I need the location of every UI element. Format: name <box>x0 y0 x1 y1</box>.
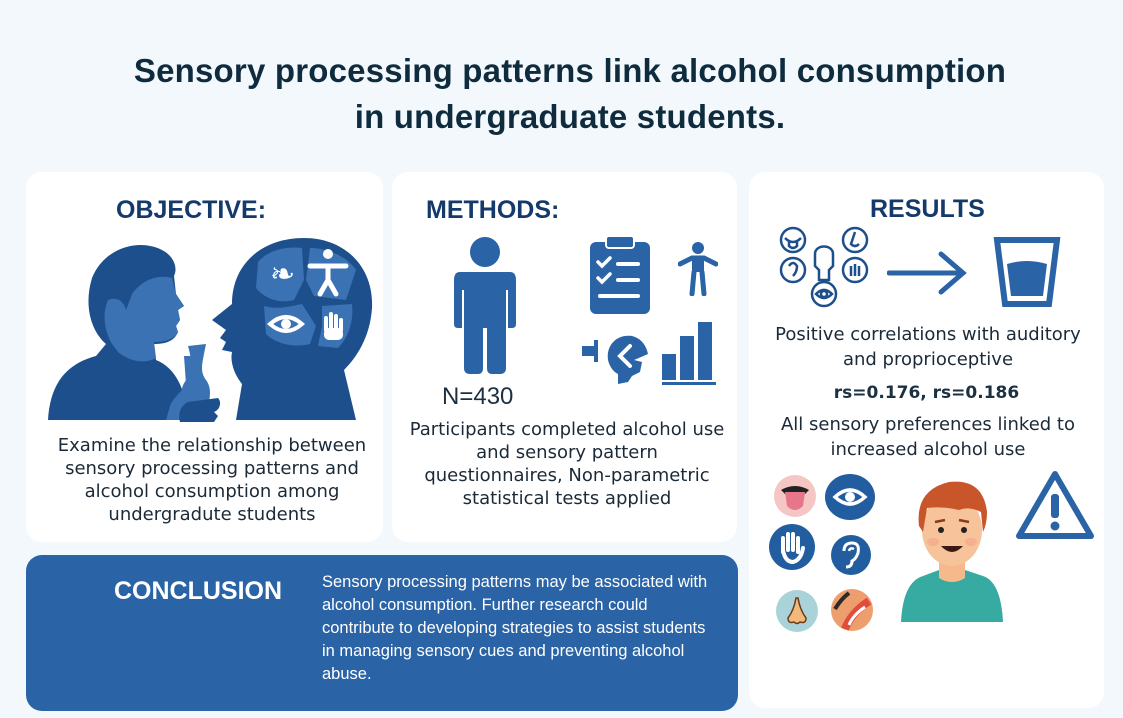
results-card: RESULTS Positive correlations with audit… <box>749 172 1104 708</box>
objective-heading: OBJECTIVE: <box>116 196 267 224</box>
eye-circle-icon <box>825 474 875 520</box>
methods-card: METHODS: N=430 Participants completed al… <box>392 172 737 542</box>
ear-icon: ❧ <box>270 257 295 292</box>
correlation-text: Positive correlations with auditory and … <box>775 324 1081 370</box>
page-title: Sensory processing patterns link alcohol… <box>0 48 1123 140</box>
objective-card: OBJECTIVE: ❧ Examine the relationship be… <box>26 172 383 542</box>
head-process-icon <box>582 335 648 384</box>
methods-heading: METHODS: <box>426 196 560 224</box>
conclusion-heading: CONCLUSION <box>114 577 283 605</box>
person-icon <box>454 237 516 374</box>
methods-text: Participants completed alcohol use and s… <box>409 419 725 509</box>
bar-chart-icon <box>662 322 716 385</box>
correlation-coefficients: rs=0.176, rs=0.186 <box>833 383 1020 403</box>
small-person-icon <box>678 242 718 296</box>
body-icon <box>307 249 349 297</box>
results-heading: RESULTS <box>870 195 985 223</box>
hand-icon <box>324 312 343 340</box>
sample-size: N=430 <box>442 383 514 410</box>
student-avatar <box>901 481 1003 622</box>
joint-circle-icon <box>831 589 873 631</box>
conclusion-text: Sensory processing patterns may be assoc… <box>322 573 708 683</box>
title-line-2: in undergraduate students. <box>354 98 786 135</box>
eye-icon <box>266 315 306 333</box>
tongue-icon <box>774 475 816 517</box>
ear-circle-icon <box>831 535 871 575</box>
glass-icon <box>993 237 1061 307</box>
results-summary: All sensory preferences linked to increa… <box>780 414 1076 460</box>
arrow-right-icon <box>887 251 967 295</box>
warning-icon <box>1016 471 1094 539</box>
objective-text: Examine the relationship between sensory… <box>57 435 367 525</box>
senses-cluster-icon <box>779 226 869 308</box>
hand-circle-icon <box>769 524 815 570</box>
bottle-icon <box>179 344 221 422</box>
title-line-1: Sensory processing patterns link alcohol… <box>133 52 1007 89</box>
conclusion-banner: CONCLUSION Sensory processing patterns m… <box>26 555 738 711</box>
clipboard-checklist-icon <box>590 235 650 314</box>
head-brain-senses-icon: ❧ <box>212 238 373 420</box>
nose-circle-icon <box>776 590 818 632</box>
person-drinking-icon <box>48 245 210 420</box>
